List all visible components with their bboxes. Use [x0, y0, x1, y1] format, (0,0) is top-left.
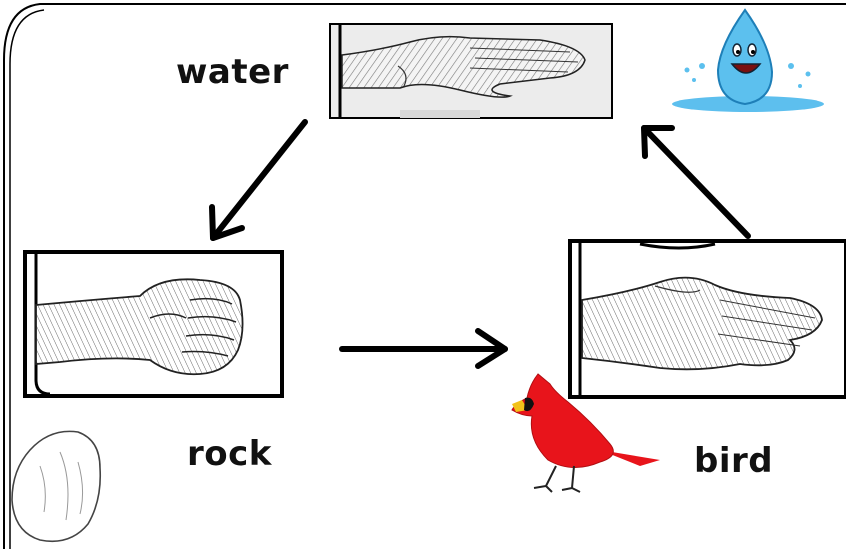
bird-label: bird — [694, 441, 773, 481]
water-label: water — [176, 52, 289, 92]
rock-gesture-panel — [25, 252, 282, 396]
bird-gesture-panel — [570, 241, 846, 397]
arrow-water-to-rock — [212, 122, 305, 238]
water-drop-icon — [672, 10, 824, 112]
water-gesture-panel — [330, 24, 612, 118]
rock-label: rock — [187, 434, 272, 474]
arrow-bird-to-water — [644, 128, 748, 236]
arrow-rock-to-bird — [342, 331, 505, 366]
rock-icon — [12, 431, 100, 541]
